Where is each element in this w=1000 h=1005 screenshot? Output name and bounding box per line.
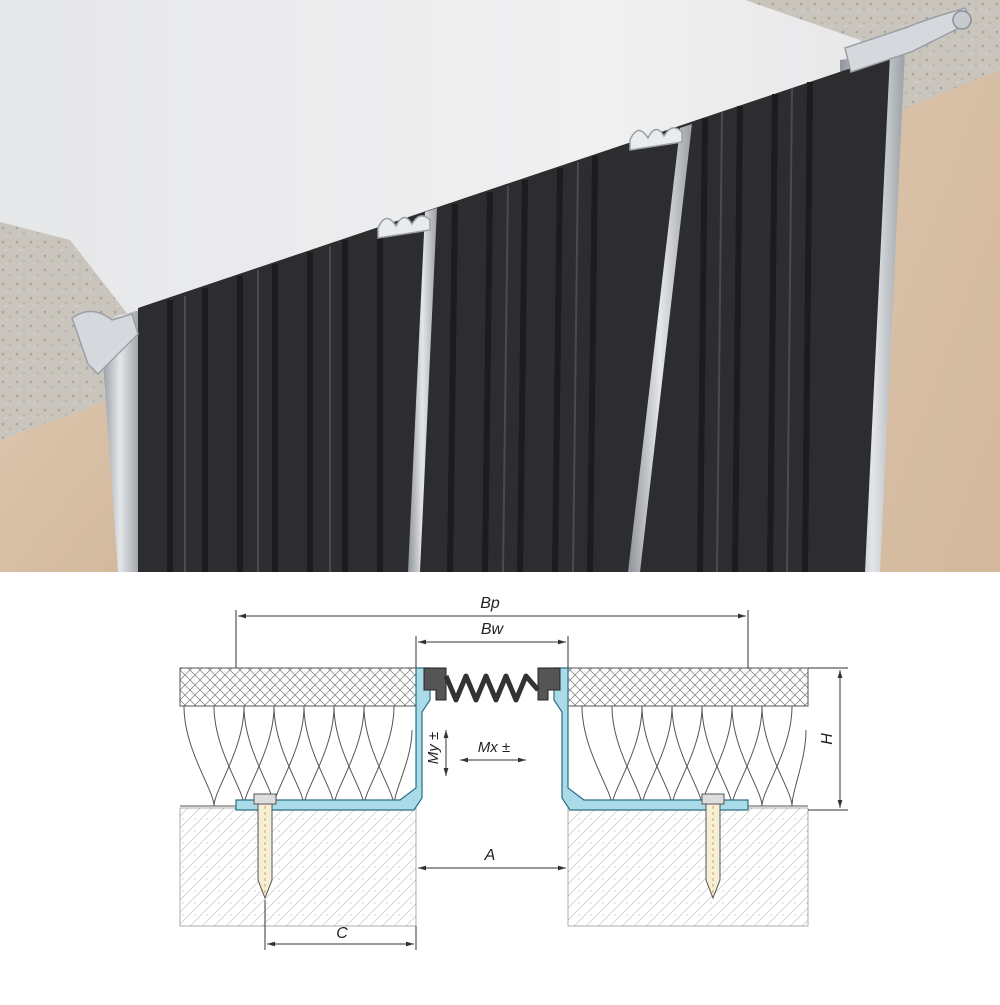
- dim-label-bp: Bp: [480, 595, 500, 612]
- concrete-base-left: [179, 807, 417, 927]
- screed-right: [567, 667, 809, 707]
- dim-label-a: A: [484, 847, 496, 864]
- dim-label-my: My ±: [425, 732, 442, 764]
- profile-right: [553, 667, 749, 811]
- anchor-bolt-left: [253, 793, 277, 900]
- dim-label-mx: Mx ±: [478, 739, 510, 756]
- dim-label-c: C: [336, 925, 348, 942]
- profile-left: [235, 667, 431, 811]
- product-render: [0, 0, 1000, 573]
- anchor-bolt-right: [701, 793, 725, 900]
- concrete-base-right: [567, 807, 809, 927]
- dim-label-bw: Bw: [481, 621, 505, 638]
- dim-label-h: H: [819, 733, 836, 745]
- rubber-seal: [423, 667, 561, 703]
- insulation-left: [180, 705, 416, 807]
- technical-drawing: Bp Bw H My ± Mx ± A C: [179, 595, 848, 950]
- screed-left: [179, 667, 417, 707]
- insulation-right: [568, 705, 808, 807]
